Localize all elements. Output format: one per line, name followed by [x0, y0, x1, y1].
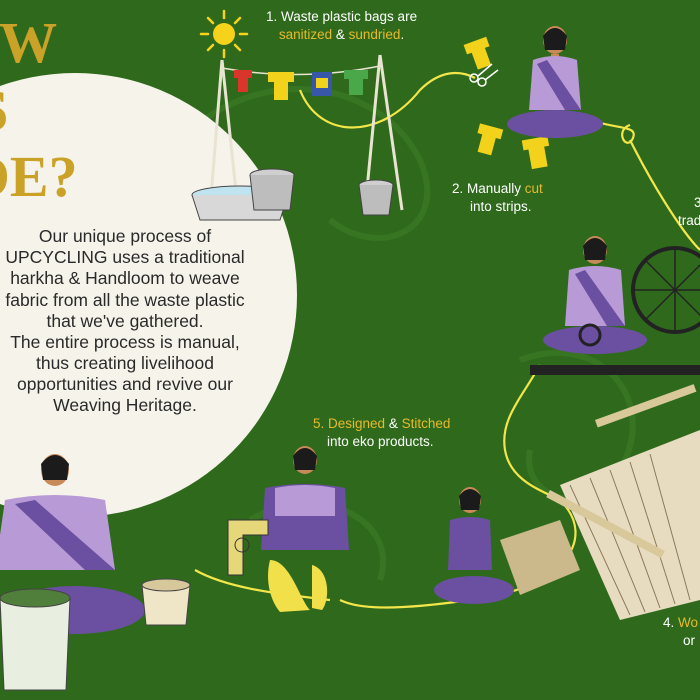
step-5-highlight-stitched: Stitched [401, 416, 451, 431]
washtub-icon [191, 168, 295, 221]
clothesline-icon [208, 54, 404, 211]
sewing-machine-icon [227, 519, 328, 612]
intro-line: Weaving Heritage. [53, 395, 197, 416]
step-4-line-2: or [683, 633, 696, 649]
step-1-end: . [400, 27, 405, 43]
basket-icon [0, 578, 191, 691]
step-2-line-1: 2. Manually cut [452, 180, 543, 198]
step-2-prefix: 2. Manually [452, 181, 525, 196]
step-2-label: 2. Manually cut into strips. [452, 180, 543, 216]
step-1-label: 1. Waste plastic bags are sanitized & su… [266, 8, 417, 44]
heading-line-3: DE? [0, 144, 78, 209]
woman-figure-icon [0, 26, 647, 634]
intro-line: The entire process is manual, [10, 331, 240, 352]
intro-line: fabric from all the waste plastic [5, 289, 245, 310]
bucket-icon [358, 179, 394, 216]
thread-path [194, 72, 700, 609]
step-1-amp: & [332, 27, 349, 43]
step-4-label: 4. Wo or [663, 614, 698, 650]
page-heading: OW 'S DE? [0, 0, 120, 220]
intro-text: Our unique process of UPCYCLING uses a t… [0, 226, 280, 417]
intro-line: opportunities and revive our [17, 374, 233, 395]
step-5-amp: & [385, 416, 402, 431]
intro-line: thus creating livelihood [35, 353, 215, 374]
step-3-line-1: 3. [694, 195, 700, 210]
step-5-line-1: 5. Designed & Stitched [313, 415, 450, 433]
loom-icon [500, 384, 700, 620]
intro-line: Our unique process of [38, 226, 212, 246]
plastic-bag-icons [463, 36, 550, 170]
step-2-line-2: into strips. [470, 199, 532, 215]
step-1-line-1: 1. Waste plastic bags are [266, 9, 418, 24]
intro-line: that we've gathered. [46, 310, 204, 331]
step-5-highlight-designed: 5. Designed [313, 416, 386, 431]
step-2-highlight-cut: cut [524, 181, 543, 196]
heading-line-1: OW [0, 10, 58, 75]
step-4-prefix: 4. [663, 615, 679, 630]
charkha-wheel-icon [530, 246, 700, 375]
sun-icon [199, 9, 249, 59]
heading-line-2: 'S [0, 82, 8, 140]
scissors-icon [469, 63, 499, 87]
step-4-line-1: 4. Wo [663, 614, 698, 632]
intro-circle [0, 73, 297, 517]
step-5-label: 5. Designed & Stitched into eko products… [313, 415, 450, 451]
step-4-highlight: Wo [678, 615, 699, 630]
intro-line: UPCYCLING uses a traditional [5, 247, 245, 268]
step-1-highlight-sanitized: sanitized [278, 27, 333, 43]
step-1-highlight-sundried: sundried [348, 27, 401, 43]
intro-line: harkha & Handloom to weave [10, 268, 240, 289]
step-5-line-2: into eko products. [327, 434, 434, 450]
step-3-line-2: trad [678, 213, 700, 229]
step-1-line-2: sanitized & sundried. [266, 26, 417, 44]
step-3-label: 3. trad [660, 194, 700, 230]
